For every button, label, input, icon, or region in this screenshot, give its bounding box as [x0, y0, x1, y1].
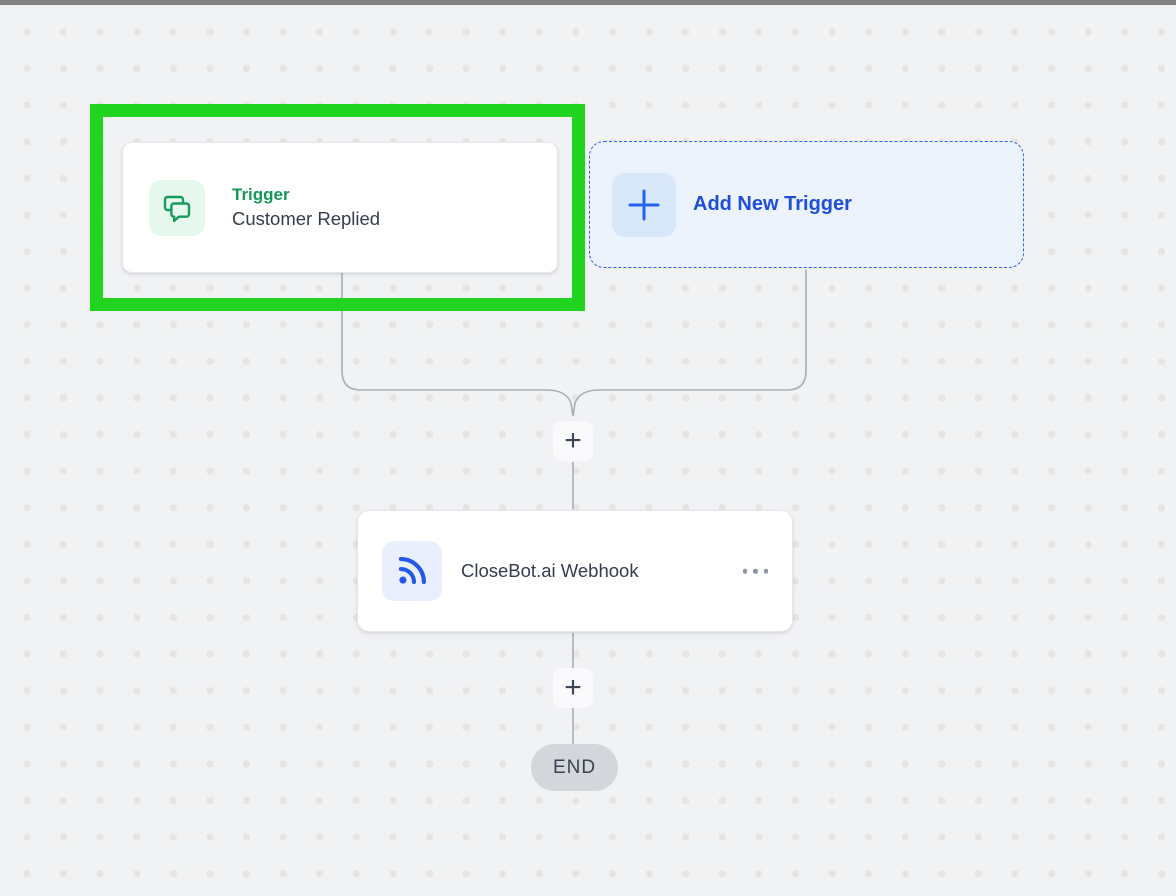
webhook-node-label: CloseBot.ai Webhook	[461, 560, 639, 581]
add-new-trigger-button[interactable]: Add New Trigger	[589, 141, 1024, 268]
plus-icon: +	[564, 671, 582, 704]
plus-icon: +	[564, 424, 582, 457]
ellipsis-menu-icon[interactable]	[741, 563, 771, 580]
webhook-icon-tile	[382, 541, 442, 601]
connector-trigger-to-merge	[341, 273, 574, 417]
add-step-button-top[interactable]: +	[553, 421, 593, 461]
add-trigger-icon-tile	[612, 172, 676, 237]
rss-webhook-icon	[398, 557, 426, 585]
end-node: END	[531, 744, 618, 791]
trigger-node-title: Trigger	[232, 185, 290, 204]
add-step-button-bottom[interactable]: +	[553, 668, 593, 708]
trigger-icon-tile	[149, 179, 205, 236]
chat-bubbles-icon	[163, 195, 191, 222]
trigger-node-card[interactable]: Trigger Customer Replied	[122, 142, 558, 273]
add-new-trigger-label: Add New Trigger	[693, 193, 852, 215]
trigger-node-subtitle: Customer Replied	[232, 208, 381, 229]
webhook-node-card[interactable]: CloseBot.ai Webhook	[357, 510, 793, 632]
plus-icon	[628, 189, 660, 220]
connector-addtrigger-to-merge	[572, 269, 807, 417]
window-top-bar	[0, 0, 1176, 5]
end-label: END	[552, 756, 597, 778]
